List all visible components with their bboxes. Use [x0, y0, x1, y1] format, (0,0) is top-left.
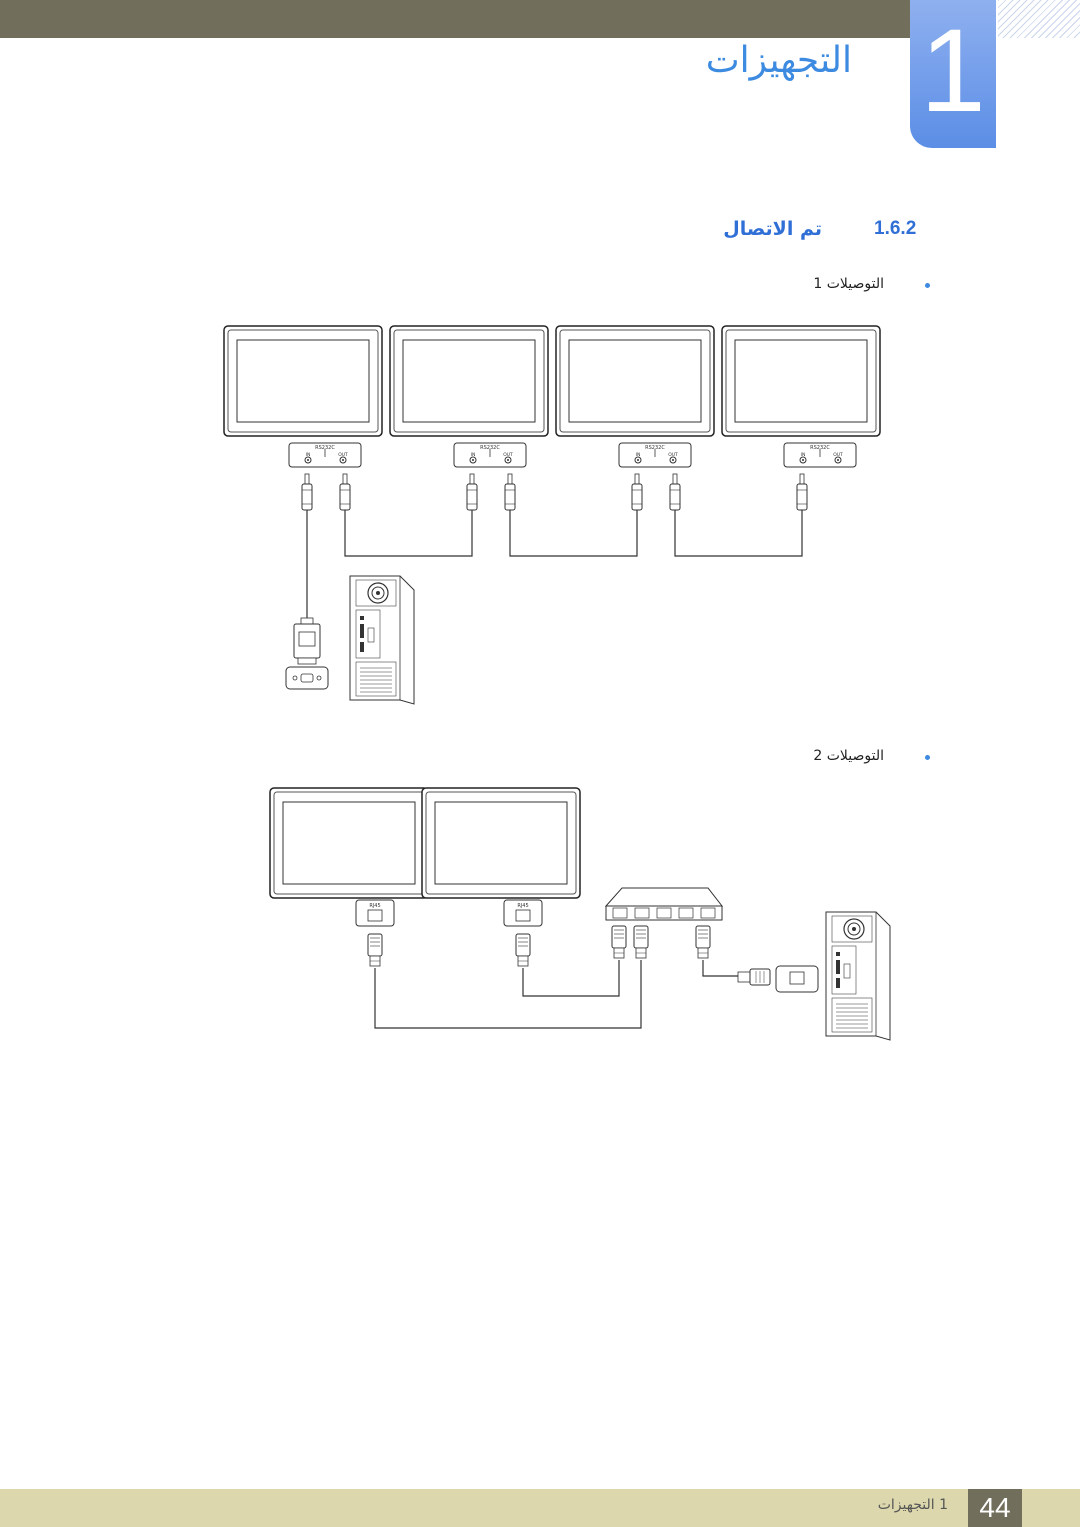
stereo-plug — [796, 473, 808, 511]
monitor — [269, 787, 429, 899]
serial-cable — [509, 510, 638, 557]
dsub-connector — [293, 617, 321, 665]
svg-text:OUT: OUT — [503, 452, 513, 458]
footer-bar — [0, 1489, 1080, 1527]
footer-label: 1 التجهيزات — [877, 1497, 948, 1513]
rj45-plug — [737, 968, 771, 986]
stereo-plug — [669, 473, 681, 511]
monitor — [223, 325, 383, 437]
stereo-plug — [504, 473, 516, 511]
rs232c-port: RS232C IN OUT — [783, 442, 857, 468]
svg-text:IN: IN — [471, 452, 476, 458]
svg-text:RS232C: RS232C — [480, 445, 500, 451]
serial-cable — [344, 510, 473, 557]
lan-port — [775, 965, 819, 993]
monitor — [721, 325, 881, 437]
bullet-dot — [925, 283, 930, 288]
rs232c-port: RS232C IN OUT — [453, 442, 527, 468]
stereo-plug — [339, 473, 351, 511]
rj45-plug — [633, 925, 649, 959]
rj45-plug — [611, 925, 627, 959]
rj45-port: RJ45 — [503, 899, 543, 927]
serial-cable — [674, 510, 803, 557]
bullet-dot — [925, 755, 930, 760]
monitor — [389, 325, 549, 437]
monitor — [555, 325, 715, 437]
rj45-port: RJ45 — [355, 899, 395, 927]
svg-text:IN: IN — [306, 452, 311, 458]
stereo-plug — [466, 473, 478, 511]
lan-cable — [702, 960, 740, 977]
lan-cable — [522, 960, 620, 997]
rs232c-port: RS232C IN OUT — [288, 442, 362, 468]
svg-text:RJ45: RJ45 — [369, 903, 380, 909]
chapter-number: 1 — [920, 5, 986, 137]
svg-text:OUT: OUT — [338, 452, 348, 458]
svg-text:OUT: OUT — [833, 452, 843, 458]
rj45-plug — [515, 933, 531, 967]
stereo-plug — [301, 473, 313, 511]
chapter-title: التجهيزات — [705, 40, 852, 81]
bullet-connections-1: التوصيلات 1 — [813, 276, 884, 292]
stereo-plug — [631, 473, 643, 511]
page-number: 44 — [968, 1489, 1022, 1527]
pc-tower — [349, 575, 415, 705]
section-title: تم الاتصال — [723, 218, 822, 240]
svg-text:RJ45: RJ45 — [517, 903, 528, 909]
chapter-tab: 1 — [910, 0, 996, 148]
svg-text:RS232C: RS232C — [315, 445, 335, 451]
bullet-connections-2: التوصيلات 2 — [813, 748, 884, 764]
svg-text:IN: IN — [636, 452, 641, 458]
pc-tower — [825, 911, 891, 1041]
serial-port — [285, 666, 329, 690]
header-bar — [0, 0, 910, 38]
rs232c-port: RS232C IN OUT — [618, 442, 692, 468]
header-hatch-decoration — [998, 0, 1080, 38]
rj45-plug — [695, 925, 711, 959]
network-hub — [604, 887, 724, 921]
monitor — [421, 787, 581, 899]
section-number: 1.6.2 — [874, 218, 917, 239]
rj45-plug — [367, 933, 383, 967]
lan-cable — [374, 960, 642, 1029]
svg-text:IN: IN — [801, 452, 806, 458]
svg-text:OUT: OUT — [668, 452, 678, 458]
svg-text:RS232C: RS232C — [810, 445, 830, 451]
svg-text:RS232C: RS232C — [645, 445, 665, 451]
